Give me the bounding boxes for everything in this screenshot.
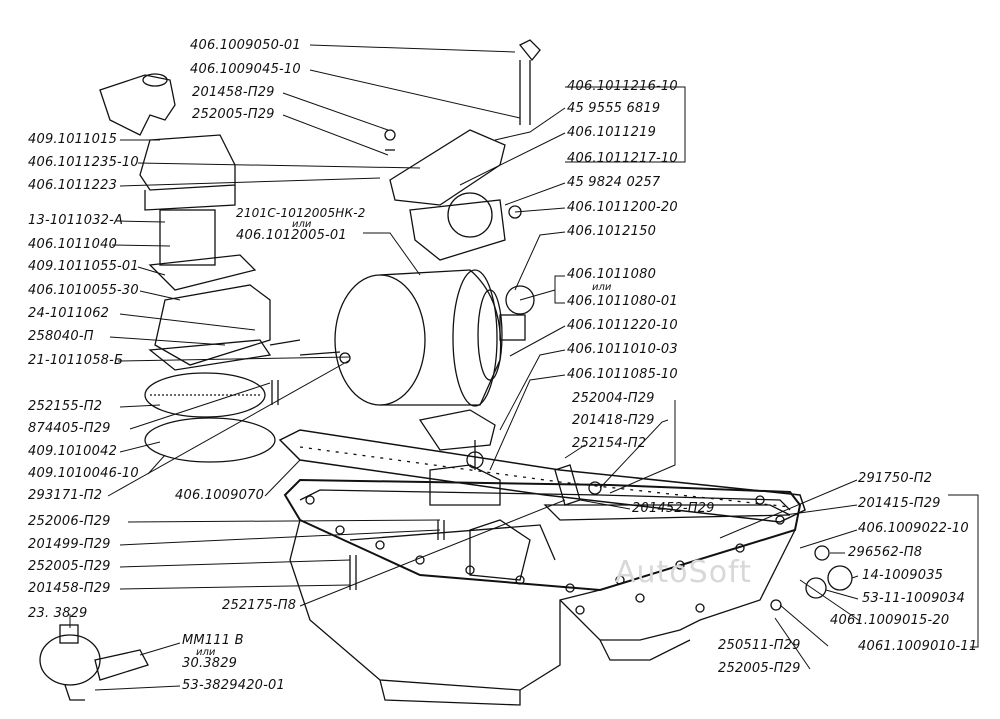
label-part-48: 291750-П2 (858, 471, 933, 486)
label-part-34: 406.1011219 (567, 125, 657, 140)
label-part-36: 45 9824 0257 (567, 175, 661, 190)
label-part-32: 406.1011216-10 (567, 79, 678, 94)
label-part-28: 53-3829420-01 (182, 678, 285, 693)
bolts (271, 380, 445, 590)
label-part-1: 406.1009050-01 (190, 38, 301, 53)
label-part-8: 13-1011032-А (28, 213, 124, 228)
label-part-13: 258040-П (28, 329, 94, 344)
label-part-9: 406.1011040 (28, 237, 118, 252)
oil-pan (283, 478, 802, 706)
label-part-40: 406.1011080-01 (567, 294, 678, 309)
label-part-24: 201458-П29 (28, 581, 111, 596)
pressure-sender (39, 624, 149, 701)
label-part-35: 406.1011217-10 (567, 151, 678, 166)
label-part-21: 252006-П29 (28, 514, 111, 529)
label-part-10: 409.1011055-01 (28, 259, 139, 274)
label-part-39: 406.1011080 (567, 267, 657, 282)
label-part-41: 406.1011220-10 (567, 318, 678, 333)
label-part-19: 293171-П2 (28, 488, 103, 503)
label-part-50: 406.1009022-10 (858, 521, 969, 536)
label-part-23: 252005-П29 (28, 559, 111, 574)
label-part-18: 409.1010046-10 (28, 466, 139, 481)
label-part-17: 409.1010042 (28, 444, 118, 459)
label-part-37: 406.1011200-20 (567, 200, 678, 215)
label-part-47: 201452-П29 (632, 501, 715, 516)
label-part-12: 24-1011062 (28, 306, 110, 321)
label-part-5: 409.1011015 (28, 132, 118, 147)
label-or-2: или (292, 219, 312, 230)
watermark: AutoSoft (615, 555, 752, 590)
oil-filter (334, 269, 535, 407)
label-part-42: 406.1011010-03 (567, 342, 678, 357)
label-part-53: 53-11-1009034 (862, 591, 965, 606)
label-part-45: 201418-П29 (572, 413, 655, 428)
label-part-25: 23. 3829 (28, 606, 88, 621)
label-part-29: 252175-П8 (222, 598, 297, 613)
label-part-31: 406.1012005-01 (236, 228, 347, 243)
drain-plugs (770, 545, 853, 611)
label-part-22: 201499-П29 (28, 537, 111, 552)
label-part-14: 21-1011058-Б (28, 353, 124, 368)
oil-pan-gasket (278, 429, 806, 523)
label-part-46: 252154-П2 (572, 436, 647, 451)
label-part-43: 406.1011085-10 (567, 367, 678, 382)
label-part-26: ММ111 В (182, 633, 244, 648)
label-part-3: 201458-П29 (192, 85, 275, 100)
label-part-4: 252005-П29 (192, 107, 275, 122)
filter-bracket (418, 409, 501, 506)
drive-assembly (384, 39, 541, 261)
label-part-54: 4061.1009015-20 (830, 613, 950, 628)
label-part-49: 201415-П29 (858, 496, 941, 511)
label-part-7: 406.1011223 (28, 178, 118, 193)
label-part-57: 252005-П29 (718, 661, 801, 676)
leader-lines (69, 44, 979, 691)
label-part-38: 406.1012150 (567, 224, 657, 239)
label-or-3: или (592, 282, 612, 293)
label-part-44: 252004-П29 (572, 391, 655, 406)
oil-pump (99, 73, 351, 463)
label-part-56: 4061.1009010-11 (858, 639, 978, 654)
label-part-16: 874405-П29 (28, 421, 111, 436)
label-part-55: 250511-П29 (718, 638, 801, 653)
label-part-52: 14-1009035 (862, 568, 944, 583)
label-part-30: 2101С-1012005НК-2 (236, 206, 366, 220)
label-or-1: или (196, 647, 216, 658)
label-part-15: 252155-П2 (28, 399, 103, 414)
label-part-33: 45 9555 6819 (567, 101, 661, 116)
label-part-20: 406.1009070 (175, 488, 265, 503)
label-part-51: 296562-П8 (848, 545, 923, 560)
label-part-27: 30.3829 (182, 656, 238, 671)
label-part-11: 406.1010055-30 (28, 283, 139, 298)
label-part-6: 406.1011235-10 (28, 155, 139, 170)
label-part-2: 406.1009045-10 (190, 62, 301, 77)
